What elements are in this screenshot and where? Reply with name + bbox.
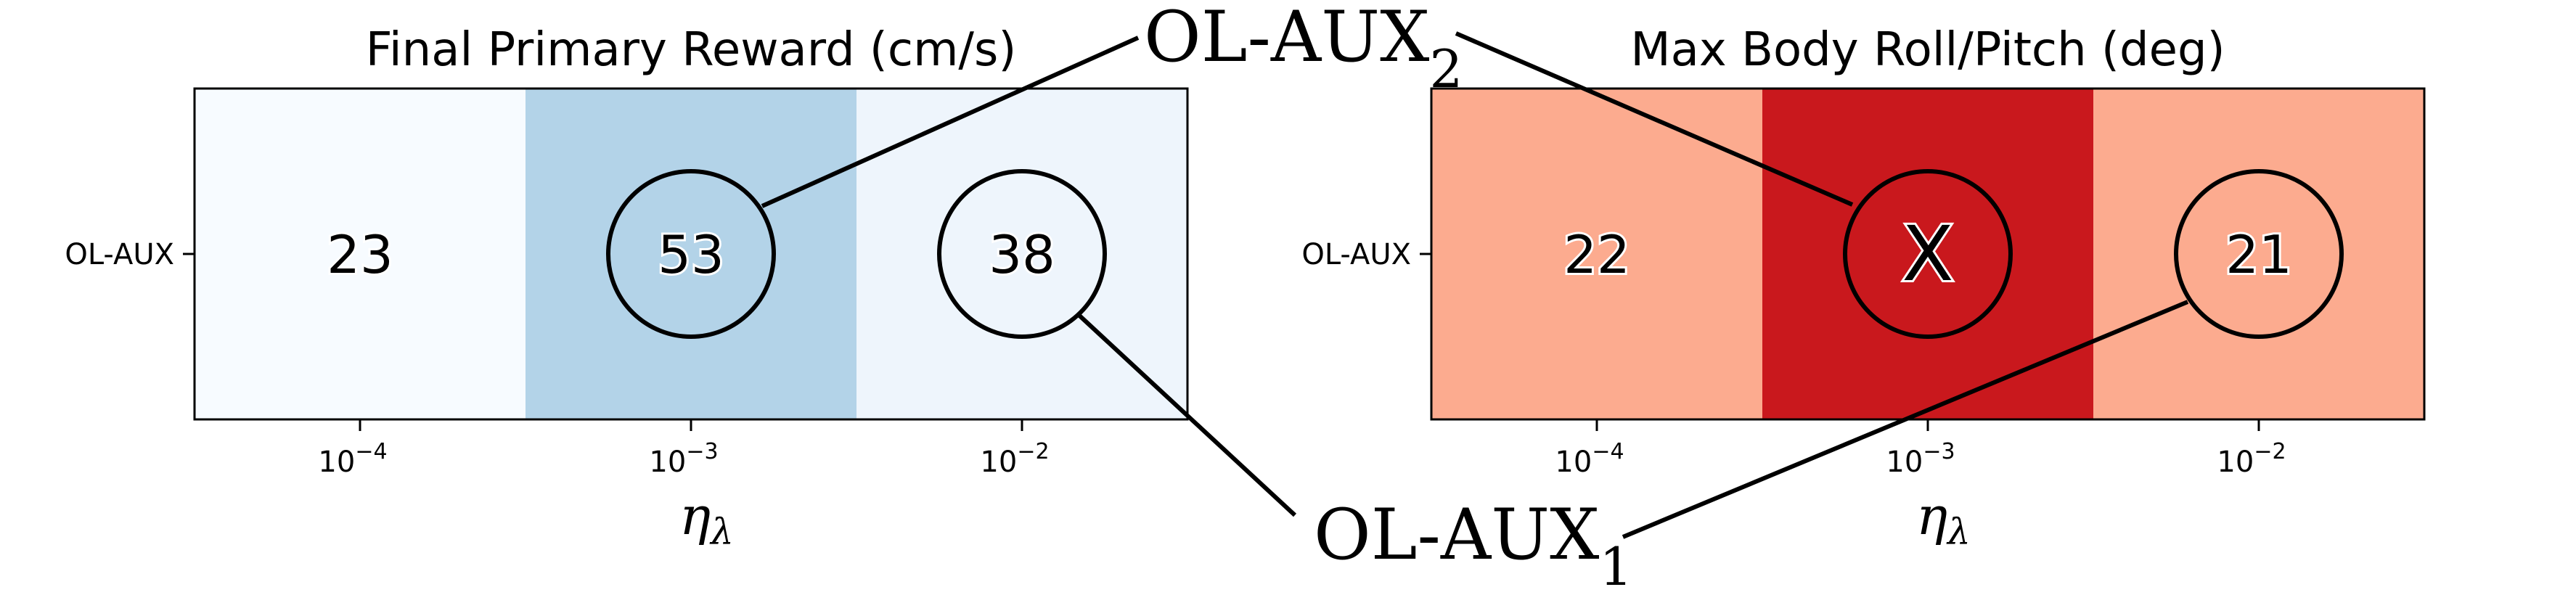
panel-roll-cell-label: X <box>1902 210 1953 298</box>
panel-roll-xtick-label: 10−3 <box>1886 439 1955 479</box>
panel-roll-xlabel-sub: λ <box>1946 511 1971 553</box>
panel-reward-yaxis: OL-AUX <box>65 238 195 271</box>
panel-roll-xlabel: ηλ <box>1916 485 1971 553</box>
panel-reward-xtick-base: 10 <box>649 446 686 479</box>
panel-reward-cells: 23 53 38 <box>195 89 1187 419</box>
panel-roll-xtick-label: 10−2 <box>2217 439 2286 479</box>
panel-reward-xtick-label: 10−3 <box>649 439 718 479</box>
callout-aux1-text: OL-AUX <box>1314 494 1599 575</box>
panel-reward-cell <box>195 89 526 419</box>
panel-roll: Max Body Roll/Pitch (deg) 22 X 21 OL-AUX 1… <box>1301 23 2426 553</box>
callout-aux1-sub: 1 <box>1599 536 1632 595</box>
panel-roll-title: Max Body Roll/Pitch (deg) <box>1630 23 2225 77</box>
panel-roll-cell-label: 21 <box>2225 224 2292 285</box>
panel-roll-ytick-label: OL-AUX <box>1301 238 1411 271</box>
panel-reward-highlight-circle <box>937 169 1107 339</box>
callout-line-aux2-left <box>761 36 1140 208</box>
panel-reward-highlight-circle <box>606 169 776 339</box>
panel-reward: Final Primary Reward (cm/s) 23 53 38 OL-AU… <box>65 23 1189 553</box>
panel-reward-title: Final Primary Reward (cm/s) <box>366 23 1017 77</box>
panel-reward-xtick-exp: −4 <box>355 439 387 464</box>
callout-line-aux1-right <box>1622 300 2189 539</box>
panel-roll-cell-label: 22 <box>1563 224 1630 285</box>
panel-reward-cell-label: 38 <box>989 224 1055 285</box>
panel-reward-ytick-label: OL-AUX <box>65 238 174 271</box>
panel-roll-xtick-base: 10 <box>2217 446 2254 479</box>
panel-reward-xtick-label: 10−2 <box>980 439 1049 479</box>
callout-aux2-sub: 2 <box>1429 38 1463 99</box>
panel-roll-cell <box>2093 89 2424 419</box>
panel-reward-xtick-label: 10−4 <box>318 439 387 479</box>
callout-line-aux2-right <box>1455 31 1854 207</box>
callout-line-aux1-left <box>1075 311 1297 517</box>
panel-roll-xtick-exp: −3 <box>1923 439 1955 464</box>
panel-roll-highlight-circle <box>2174 169 2344 339</box>
callout-aux1: OL-AUX1 <box>1314 494 1632 595</box>
panel-roll-yaxis: OL-AUX <box>1301 238 1431 271</box>
panel-reward-xtick-base: 10 <box>318 446 355 479</box>
callout-aux2: OL-AUX2 <box>1144 0 1463 99</box>
panel-roll-xtick-exp: −4 <box>1592 439 1624 464</box>
panel-reward-xlabel-sub: λ <box>709 511 734 553</box>
callout-aux2-text: OL-AUX <box>1144 0 1429 78</box>
panel-roll-xlabel-eta: η <box>1916 485 1947 546</box>
panel-roll-xtick-exp: −2 <box>2254 439 2286 464</box>
panel-reward-xlabel: ηλ <box>679 485 734 553</box>
panel-roll-xtick-base: 10 <box>1555 446 1592 479</box>
panel-roll-xtick-base: 10 <box>1886 446 1923 479</box>
panel-roll-cells: 22 X 21 <box>1431 89 2424 419</box>
panel-reward-xtick-base: 10 <box>980 446 1017 479</box>
panel-reward-xlabel-eta: η <box>679 485 711 546</box>
callout-lines <box>761 31 2189 539</box>
panel-reward-cell-label: 53 <box>658 224 724 285</box>
panel-roll-xtick-label: 10−4 <box>1555 439 1624 479</box>
panel-reward-cell-label: 23 <box>327 224 393 285</box>
panel-reward-cell <box>526 89 856 419</box>
panel-reward-xtick-exp: −2 <box>1017 439 1049 464</box>
panel-roll-highlight-circle <box>1843 169 2013 339</box>
panel-reward-xtick-exp: −3 <box>686 439 718 464</box>
